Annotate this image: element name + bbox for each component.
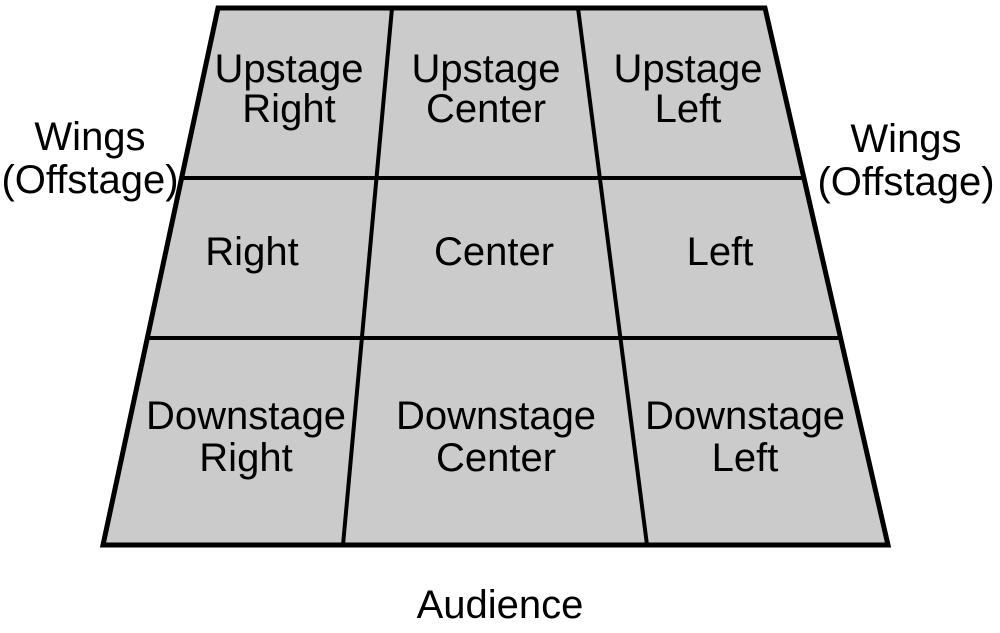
cell-label-upstage-left-line1: Upstage — [614, 47, 763, 91]
wings-label-left: Wings (Offstage) — [1, 115, 178, 202]
cell-downstage-left: Downstage Left — [645, 394, 845, 480]
column-divider-right — [341, 7, 394, 546]
cell-label-downstage-center-line2: Center — [436, 436, 556, 480]
cell-upstage-right: Upstage Right — [215, 47, 364, 131]
wings-left-line1: Wings — [34, 115, 145, 159]
cell-label-downstage-center-line1: Downstage — [396, 394, 596, 438]
cell-label-center: Center — [434, 230, 554, 274]
audience-label: Audience — [417, 583, 584, 627]
wings-right-line1: Wings — [850, 117, 961, 161]
cell-upstage-left: Upstage Left — [614, 47, 763, 131]
wings-left-line2: (Offstage) — [1, 158, 178, 202]
cell-label-downstage-right-line2: Right — [199, 436, 292, 480]
cell-label-upstage-left-line2: Left — [655, 87, 722, 131]
cell-label-upstage-center-line2: Center — [426, 87, 546, 131]
cell-upstage-center: Upstage Center — [412, 47, 561, 131]
cell-label-upstage-center-line1: Upstage — [412, 47, 561, 91]
stage-floor — [99, 5, 892, 548]
cell-label-downstage-right-line1: Downstage — [146, 394, 346, 438]
wings-label-right: Wings (Offstage) — [817, 117, 994, 204]
cell-label-downstage-left-line1: Downstage — [645, 394, 845, 438]
column-divider-left — [576, 7, 649, 546]
cell-downstage-right: Downstage Right — [146, 394, 346, 480]
cell-label-left: Left — [687, 230, 754, 274]
cell-label-upstage-right-line2: Right — [242, 87, 335, 131]
cell-label-right: Right — [205, 230, 298, 274]
wings-right-line2: (Offstage) — [817, 160, 994, 204]
cell-downstage-center: Downstage Center — [396, 394, 596, 480]
cell-label-downstage-left-line2: Left — [712, 436, 779, 480]
cell-label-upstage-right-line1: Upstage — [215, 47, 364, 91]
